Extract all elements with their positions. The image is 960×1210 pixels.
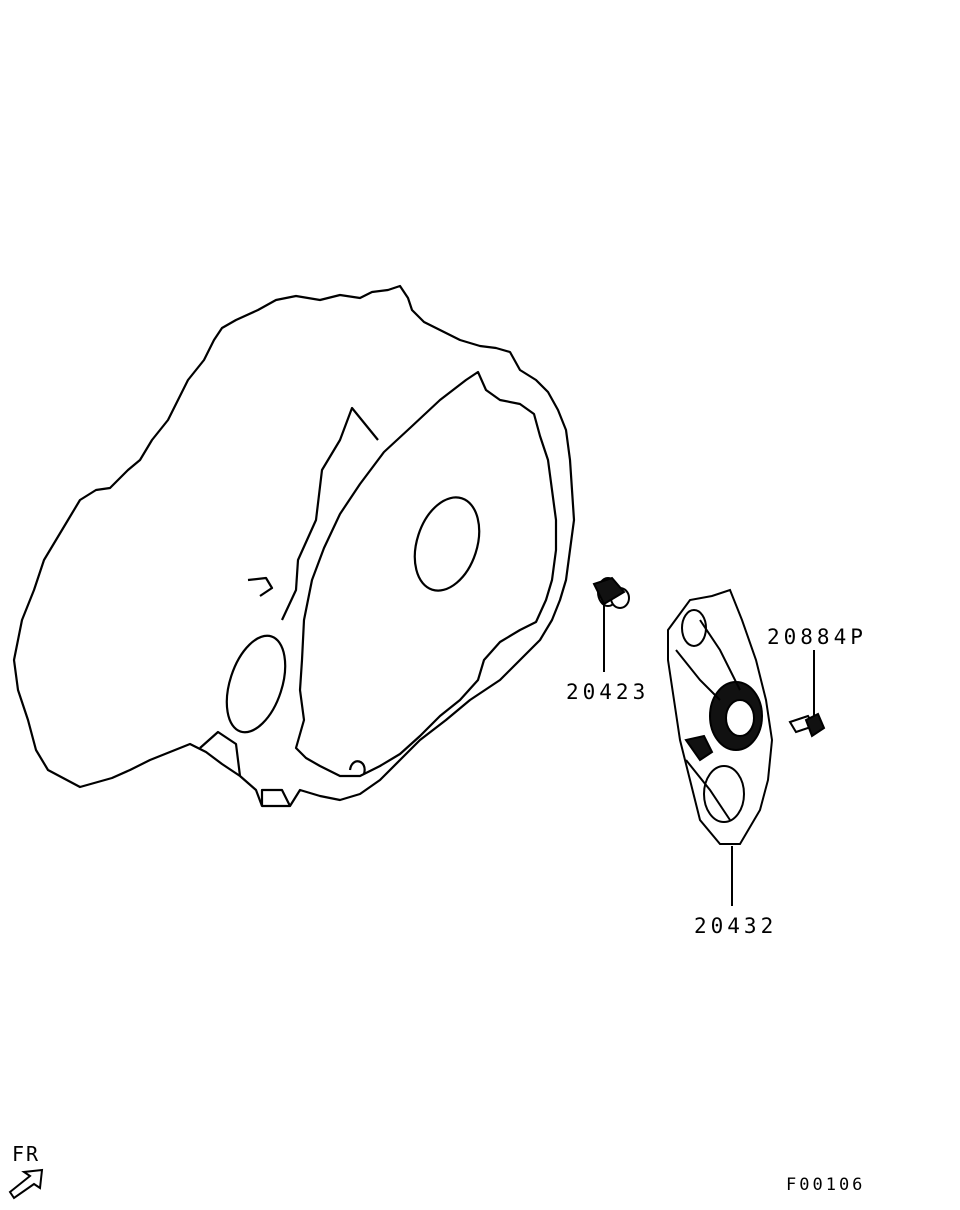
part-number-20884P: 20884P [767, 625, 867, 649]
transmission-housing [14, 286, 574, 806]
part-20884P-bolt [790, 650, 824, 736]
front-direction-arrow-icon [10, 1170, 42, 1198]
part-number-20423: 20423 [566, 680, 650, 704]
part-20432-flange-assembly [668, 590, 772, 906]
part-number-20432: 20432 [694, 914, 778, 938]
part-20423-sensor [594, 578, 629, 672]
figure-code: F00106 [786, 1175, 866, 1195]
front-direction-label: FR [12, 1142, 41, 1166]
